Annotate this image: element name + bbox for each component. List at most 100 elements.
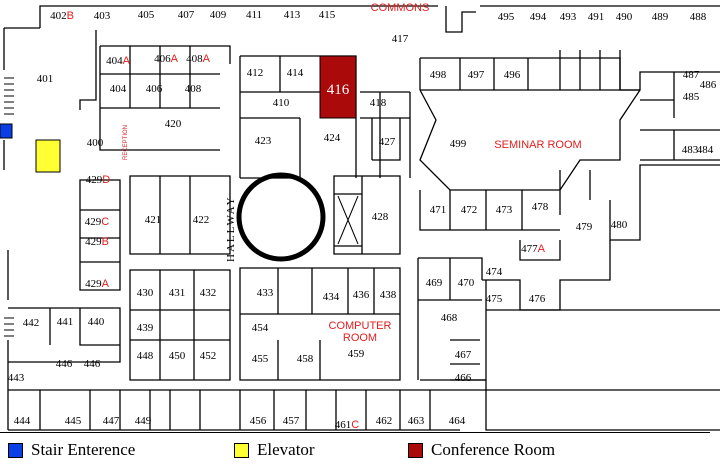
room-484-label[interactable]: 484 bbox=[697, 144, 714, 156]
room-469-label[interactable]: 469 bbox=[426, 277, 443, 289]
room-477-label[interactable]: 477A bbox=[521, 243, 546, 255]
room-406-label[interactable]: 406 bbox=[146, 83, 163, 95]
room-463-label[interactable]: 463 bbox=[408, 415, 425, 427]
room-401-label[interactable]: 401 bbox=[37, 73, 54, 85]
room-402-label[interactable]: 402B bbox=[50, 10, 74, 22]
room-442-label[interactable]: 442 bbox=[23, 317, 40, 329]
stair-entrance[interactable] bbox=[0, 123, 13, 139]
room-498-label[interactable]: 498 bbox=[430, 69, 447, 81]
room-493-label[interactable]: 493 bbox=[560, 11, 577, 23]
room-429a-label[interactable]: 429A bbox=[85, 278, 110, 290]
room-415-label[interactable]: 415 bbox=[319, 9, 336, 21]
computer-room-label-1: COMPUTER bbox=[329, 320, 392, 332]
room-420-label[interactable]: 420 bbox=[165, 118, 182, 130]
room-450-label[interactable]: 450 bbox=[169, 350, 186, 362]
room-422-label[interactable]: 422 bbox=[193, 214, 210, 226]
room-455-label[interactable]: 455 bbox=[252, 353, 269, 365]
room-443-label[interactable]: 443 bbox=[8, 372, 25, 384]
room-439-label[interactable]: 439 bbox=[137, 322, 154, 334]
room-474-label[interactable]: 474 bbox=[486, 266, 503, 278]
room-490-label[interactable]: 490 bbox=[616, 11, 633, 23]
room-438-label[interactable]: 438 bbox=[380, 289, 397, 301]
room-408a-label[interactable]: 408A bbox=[186, 53, 211, 65]
room-421-label[interactable]: 421 bbox=[145, 214, 162, 226]
room-410-label[interactable]: 410 bbox=[273, 97, 290, 109]
room-470-label[interactable]: 470 bbox=[458, 277, 475, 289]
room-497-label[interactable]: 497 bbox=[468, 69, 485, 81]
room-456-label[interactable]: 456 bbox=[250, 415, 267, 427]
room-431-label[interactable]: 431 bbox=[169, 287, 186, 299]
room-485-label[interactable]: 485 bbox=[683, 91, 700, 103]
room-459-label[interactable]: 459 bbox=[348, 348, 365, 360]
room-404-label[interactable]: 404 bbox=[110, 83, 127, 95]
room-417-label[interactable]: 417 bbox=[392, 33, 409, 45]
room-475-label[interactable]: 475 bbox=[486, 293, 503, 305]
room-491-label[interactable]: 491 bbox=[588, 11, 605, 23]
room-483-label[interactable]: 483 bbox=[682, 144, 699, 156]
room-461c-label[interactable]: 461C bbox=[335, 419, 360, 431]
room-466-label[interactable]: 466 bbox=[455, 372, 472, 384]
room-447-label[interactable]: 447 bbox=[103, 415, 120, 427]
room-418-label[interactable]: 418 bbox=[370, 97, 387, 109]
room-480-label[interactable]: 480 bbox=[611, 219, 628, 231]
room-487-label[interactable]: 487 bbox=[683, 69, 700, 81]
room-400-label[interactable]: 400 bbox=[87, 137, 104, 149]
room-428-label[interactable]: 428 bbox=[372, 211, 389, 223]
room-433-label[interactable]: 433 bbox=[257, 287, 274, 299]
room-472-label[interactable]: 472 bbox=[461, 204, 478, 216]
room-406a-label[interactable]: 406A bbox=[154, 53, 179, 65]
room-458-label[interactable]: 458 bbox=[297, 353, 314, 365]
room-452-label[interactable]: 452 bbox=[200, 350, 217, 362]
room-434-label[interactable]: 434 bbox=[323, 291, 340, 303]
room-444-label[interactable]: 444 bbox=[14, 415, 31, 427]
room-446a-label[interactable]: 446 bbox=[56, 358, 73, 370]
conference-room-416[interactable] bbox=[319, 55, 357, 119]
room-408-label[interactable]: 408 bbox=[185, 83, 202, 95]
room-409-label[interactable]: 409 bbox=[210, 9, 227, 21]
room-449-label[interactable]: 449 bbox=[135, 415, 152, 427]
room-441-label[interactable]: 441 bbox=[57, 316, 74, 328]
room-414-label[interactable]: 414 bbox=[287, 67, 304, 79]
room-423-label[interactable]: 423 bbox=[255, 135, 272, 147]
room-486-label[interactable]: 486 bbox=[700, 79, 717, 91]
room-446b-label[interactable]: 446 bbox=[84, 358, 101, 370]
elevator[interactable] bbox=[35, 139, 61, 173]
room-429c-label[interactable]: 429C bbox=[85, 216, 110, 228]
room-494-label[interactable]: 494 bbox=[530, 11, 547, 23]
room-427-label[interactable]: 427 bbox=[379, 136, 396, 148]
room-413-label[interactable]: 413 bbox=[284, 9, 301, 21]
room-457-label[interactable]: 457 bbox=[283, 415, 300, 427]
room-429b-label[interactable]: 429B bbox=[85, 236, 109, 248]
room-436-label[interactable]: 436 bbox=[353, 289, 370, 301]
room-suffix: A bbox=[538, 243, 546, 255]
room-464-label[interactable]: 464 bbox=[449, 415, 466, 427]
room-403-label[interactable]: 403 bbox=[94, 10, 111, 22]
legend-item-stair: Stair Enterence bbox=[8, 440, 234, 460]
room-499-label[interactable]: 499 bbox=[450, 138, 467, 150]
room-430-label[interactable]: 430 bbox=[137, 287, 154, 299]
room-478-label[interactable]: 478 bbox=[532, 201, 549, 213]
room-471-label[interactable]: 471 bbox=[430, 204, 447, 216]
room-429d-label[interactable]: 429D bbox=[86, 174, 111, 186]
room-462-label[interactable]: 462 bbox=[376, 415, 393, 427]
room-412-label[interactable]: 412 bbox=[247, 67, 264, 79]
room-468-label[interactable]: 468 bbox=[441, 312, 458, 324]
room-476-label[interactable]: 476 bbox=[529, 293, 546, 305]
room-448-label[interactable]: 448 bbox=[137, 350, 154, 362]
room-495-label[interactable]: 495 bbox=[498, 11, 515, 23]
room-404a-label[interactable]: 404A bbox=[106, 55, 131, 67]
room-445-label[interactable]: 445 bbox=[65, 415, 82, 427]
room-496-label[interactable]: 496 bbox=[504, 69, 521, 81]
room-411-label[interactable]: 411 bbox=[246, 9, 262, 21]
room-473-label[interactable]: 473 bbox=[496, 204, 513, 216]
room-488-label[interactable]: 488 bbox=[690, 11, 707, 23]
room-467-label[interactable]: 467 bbox=[455, 349, 472, 361]
room-407-label[interactable]: 407 bbox=[178, 9, 195, 21]
room-440-label[interactable]: 440 bbox=[88, 316, 105, 328]
room-424-label[interactable]: 424 bbox=[324, 132, 341, 144]
room-489-label[interactable]: 489 bbox=[652, 11, 669, 23]
room-479-label[interactable]: 479 bbox=[576, 221, 593, 233]
room-405-label[interactable]: 405 bbox=[138, 9, 155, 21]
room-432-label[interactable]: 432 bbox=[200, 287, 217, 299]
room-454-label[interactable]: 454 bbox=[252, 322, 269, 334]
